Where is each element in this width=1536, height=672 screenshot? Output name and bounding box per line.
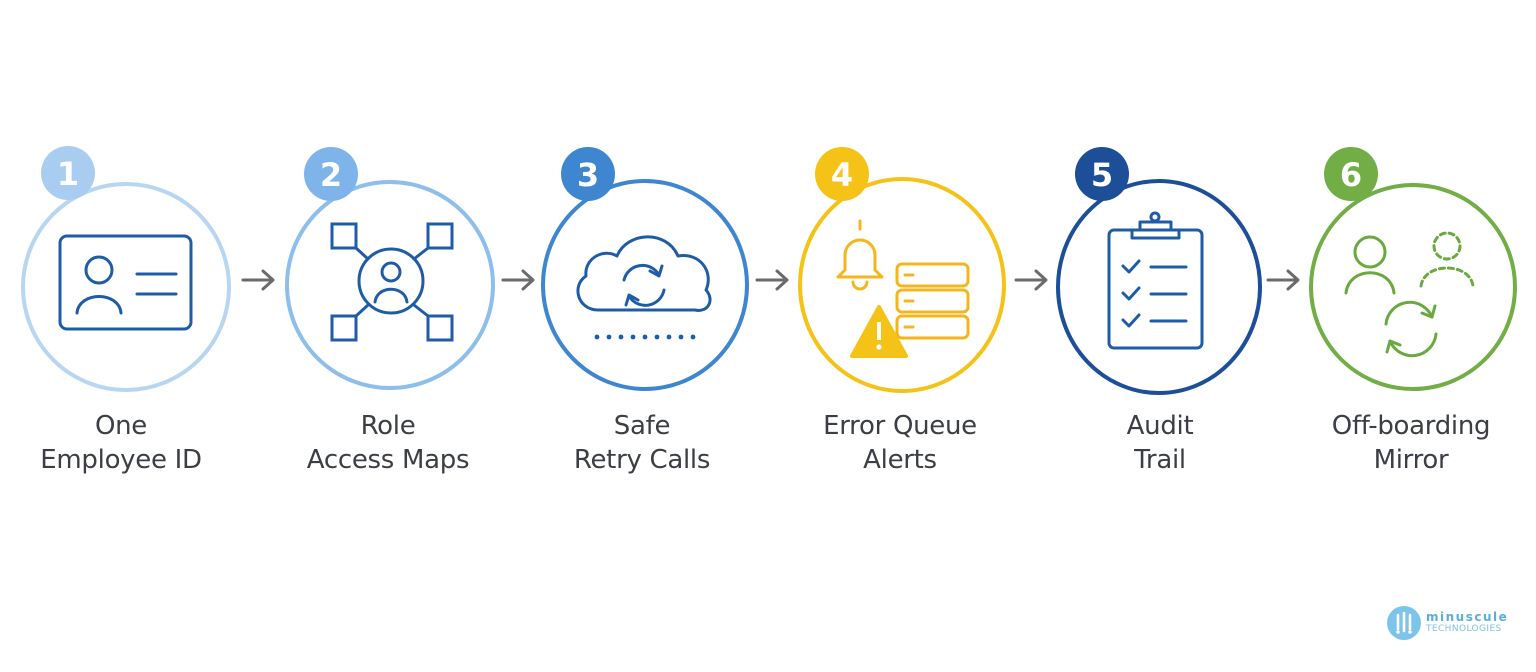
arrow-5-6 [1266, 269, 1300, 291]
step-6-number-badge [1324, 147, 1378, 201]
step-2: 2 [285, 147, 495, 390]
step-1-label-line2: Employee ID [40, 445, 202, 475]
step-6-label-line2: Mirror [1373, 445, 1449, 475]
id-card-icon [58, 234, 193, 331]
step-6-label-line1: Off-boarding [1331, 411, 1491, 441]
step-4-label-line1: Error Queue [823, 411, 977, 441]
role-network-icon [330, 222, 454, 342]
arrow-3-4 [755, 269, 789, 291]
brand-watermark: minuscule TECHNOLOGIES [1386, 605, 1526, 645]
step-2-label: Role Access Maps [273, 409, 503, 477]
step-1: 1 [21, 146, 231, 392]
step-5-number: 5 [1091, 156, 1113, 194]
step-5-label-line2: Trail [1134, 445, 1186, 475]
bell-icon [836, 219, 884, 291]
step-1-label: One Employee ID [6, 409, 236, 477]
brand-name: minuscule [1426, 610, 1509, 624]
clipboard-checklist-icon [1107, 211, 1204, 350]
step-6-number: 6 [1340, 156, 1362, 194]
step-2-label-line2: Access Maps [306, 445, 470, 475]
step-3-number: 3 [577, 156, 599, 194]
step-5-number-badge [1075, 147, 1129, 201]
step-1-circle [21, 182, 231, 392]
step-5-label-line1: Audit [1126, 411, 1194, 441]
arrow-2-3 [501, 269, 535, 291]
arrow-1-2 [241, 269, 275, 291]
arrow-4-5 [1014, 269, 1048, 291]
step-5: 5 [1056, 147, 1262, 395]
step-1-number: 1 [57, 155, 79, 193]
step-4-number-badge [815, 147, 869, 201]
step-2-number: 2 [320, 156, 342, 194]
step-3: 3 [541, 147, 749, 391]
server-stack-icon [895, 262, 970, 340]
step-4: 4 [798, 147, 1006, 393]
brand-subtitle: TECHNOLOGIES [1426, 624, 1502, 634]
step-2-circle [285, 180, 495, 390]
step-4-number: 4 [831, 156, 853, 194]
step-2-label-line1: Role [360, 411, 416, 441]
step-6-circle [1309, 183, 1517, 391]
step-2-number-badge [304, 147, 358, 201]
user-mirror-icon [1344, 231, 1475, 358]
step-3-label-line1: Safe [613, 411, 671, 441]
warning-icon [850, 305, 908, 358]
step-5-label: Audit Trail [1045, 409, 1275, 477]
step-5-circle [1056, 179, 1262, 395]
step-4-label: Error Queue Alerts [785, 409, 1015, 477]
dotted-line-icon [594, 334, 696, 340]
step-3-circle [541, 179, 749, 391]
step-3-label-line2: Retry Calls [573, 445, 711, 475]
step-6: 6 [1309, 147, 1517, 391]
step-3-number-badge [561, 147, 615, 201]
step-4-label-line2: Alerts [863, 445, 937, 475]
brand-logo-icon [1387, 606, 1421, 640]
step-6-label: Off-boarding Mirror [1296, 409, 1526, 477]
step-1-label-line1: One [94, 411, 148, 441]
step-1-number-badge [41, 146, 95, 200]
cloud-sync-icon [576, 235, 712, 312]
step-4-circle [798, 177, 1006, 393]
step-3-label: Safe Retry Calls [527, 409, 757, 477]
